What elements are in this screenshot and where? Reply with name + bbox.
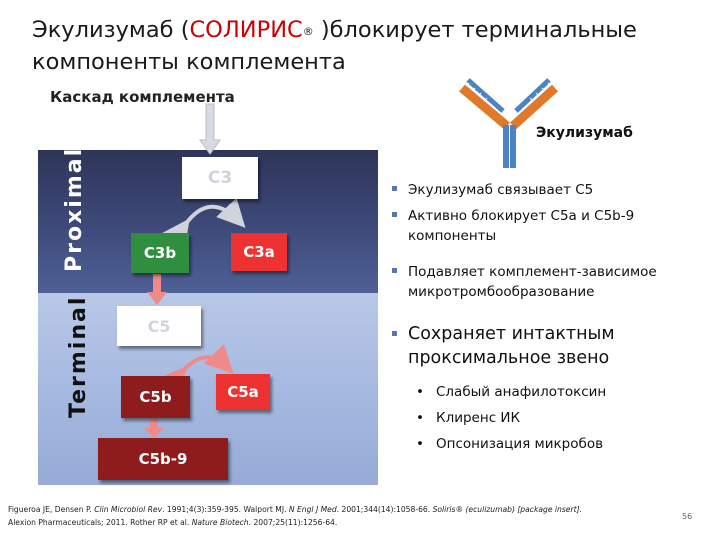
- c3b-to-c5-arrow: [147, 274, 167, 305]
- sub-bullet-dot-icon: •: [416, 410, 424, 426]
- references: Figueroa JE, Densen P. Clin Microbiol Re…: [8, 503, 698, 529]
- antibody-label: Экулизумаб: [536, 125, 633, 141]
- bullet-marker-icon: [392, 186, 397, 191]
- reference-line-2: Alexion Pharmaceuticals; 2011. Rother RP…: [8, 518, 338, 527]
- c5-split-arrow: [158, 343, 234, 397]
- sub-bullet-dot-icon: •: [416, 384, 424, 400]
- node-c3b: C3b: [131, 233, 189, 273]
- page-number: 56: [682, 512, 693, 521]
- sub-bullet-dot-icon: •: [416, 436, 424, 452]
- title-suffix: )блокирует терминальные компоненты компл…: [32, 17, 637, 75]
- node-c5a: C5a: [216, 374, 270, 410]
- input-arrow: [199, 103, 221, 155]
- cascade-label: Каскад комплемента: [50, 88, 235, 106]
- reference-line-1: Figueroa JE, Densen P. Clin Microbiol Re…: [8, 505, 582, 514]
- node-c5b: C5b: [121, 376, 190, 418]
- antibody-icon: [459, 78, 559, 168]
- c3-split-arrow: [161, 197, 246, 250]
- slide-title: Экулизумаб (СОЛИРИС® )блокирует терминал…: [32, 14, 672, 78]
- title-reg-mark: ®: [302, 25, 314, 38]
- bullet-marker-icon: [392, 212, 397, 217]
- node-c5b9: C5b-9: [98, 438, 228, 480]
- node-c3a: C3a: [231, 233, 287, 271]
- title-prefix: Экулизумаб (: [32, 17, 190, 43]
- bullet-marker-icon: [392, 331, 397, 336]
- bullet-marker-icon: [392, 268, 397, 273]
- node-c3: C3: [182, 157, 258, 199]
- c5b-to-c5b9-arrow: [144, 419, 164, 438]
- title-brand: СОЛИРИС: [189, 17, 303, 43]
- node-c5: C5: [117, 306, 201, 346]
